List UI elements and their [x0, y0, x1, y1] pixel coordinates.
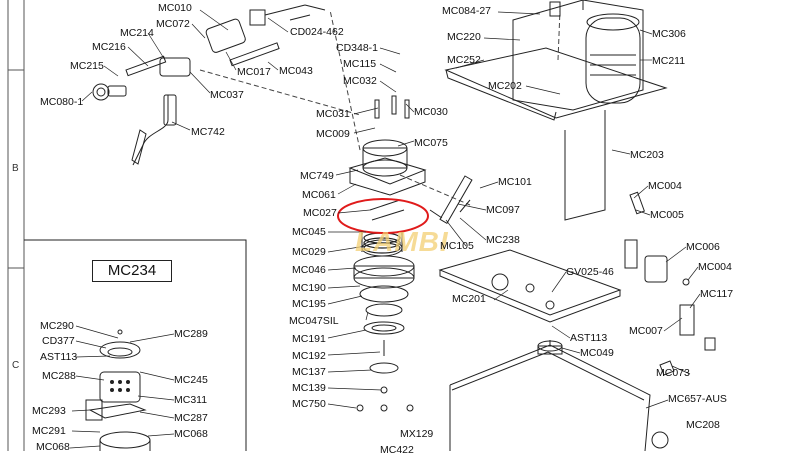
part-label-mc029: MC029: [292, 246, 326, 258]
part-label-mc027: MC027: [303, 207, 337, 219]
part-label-mc068a: MC068: [174, 428, 208, 440]
part-label-mc290: MC290: [40, 320, 74, 332]
part-label-mc073: MC073: [656, 367, 690, 379]
grid-row-b: B: [12, 163, 19, 174]
part-label-mc115: MC115: [343, 58, 377, 70]
part-label-mc191: MC191: [292, 333, 326, 345]
part-label-cd024-462: CD024-462: [290, 26, 344, 38]
part-label-mc749: MC749: [300, 170, 334, 182]
part-label-mc010: MC010: [158, 2, 192, 14]
part-label-mc137: MC137: [292, 366, 326, 378]
part-label-mc657-aus: MC657-AUS: [668, 393, 727, 405]
inset-title: MC234: [92, 260, 172, 282]
part-label-mc030: MC030: [414, 106, 448, 118]
part-label-mc293: MC293: [32, 405, 66, 417]
part-label-mc105: MC105: [440, 240, 474, 252]
part-label-mc214: MC214: [120, 27, 154, 39]
part-label-mc190: MC190: [292, 282, 326, 294]
part-label-gv025-46: GV025-46: [566, 266, 614, 278]
part-label-mc075: MC075: [414, 137, 448, 149]
part-label-mc037: MC037: [210, 89, 244, 101]
part-label-mc005: MC005: [650, 209, 684, 221]
part-label-mc202: MC202: [488, 80, 522, 92]
part-label-mc220: MC220: [447, 31, 481, 43]
part-label-cd377: CD377: [42, 335, 75, 347]
part-label-mc101: MC101: [498, 176, 532, 188]
part-label-mc245: MC245: [174, 374, 208, 386]
part-label-mc291: MC291: [32, 425, 66, 437]
part-label-mc031: MC031: [316, 108, 350, 120]
part-label-mc047sil: MC047SIL: [289, 315, 339, 327]
part-label-mc422: MC422: [380, 444, 414, 456]
part-label-mc097: MC097: [486, 204, 520, 216]
part-label-mc117: MC117: [700, 288, 734, 300]
part-label-mc004a: MC004: [648, 180, 682, 192]
part-label-mc203: MC203: [630, 149, 664, 161]
part-label-mc252: MC252: [447, 54, 481, 66]
part-label-mc045: MC045: [292, 226, 326, 238]
part-label-mc061: MC061: [302, 189, 336, 201]
part-label-mc049: MC049: [580, 347, 614, 359]
part-label-mc288: MC288: [42, 370, 76, 382]
part-label-mc017: MC017: [237, 66, 271, 78]
part-label-mc742: MC742: [191, 126, 225, 138]
part-label-mc287: MC287: [174, 412, 208, 424]
grid-row-c: C: [12, 360, 20, 371]
part-label-mc201: MC201: [452, 293, 486, 305]
part-label-mc289: MC289: [174, 328, 208, 340]
part-label-ast113b: AST113: [40, 351, 78, 363]
part-label-mc192: MC192: [292, 350, 326, 362]
part-label-mc068b: MC068: [36, 441, 70, 453]
part-label-ast113a: AST113: [570, 332, 608, 344]
part-label-mc080-1: MC080-1: [40, 96, 84, 108]
part-label-mc043: MC043: [279, 65, 313, 77]
part-label-mc084-27: MC084-27: [442, 5, 492, 17]
part-label-mc215: MC215: [70, 60, 104, 72]
part-label-mc009: MC009: [316, 128, 350, 140]
part-label-mc004b: MC004: [698, 261, 732, 273]
part-label-mc046: MC046: [292, 264, 326, 276]
part-label-mc216: MC216: [92, 41, 126, 53]
part-label-mc139: MC139: [292, 382, 326, 394]
part-label-mc238: MC238: [486, 234, 520, 246]
part-label-mc211: MC211: [652, 55, 686, 67]
part-label-cd348-1: CD348-1: [336, 42, 379, 54]
part-label-mx129: MX129: [400, 428, 434, 440]
part-label-mc750: MC750: [292, 398, 326, 410]
part-label-mc072: MC072: [156, 18, 190, 30]
part-label-mc208: MC208: [686, 419, 720, 431]
part-label-mc032: MC032: [343, 75, 377, 87]
part-label-mc195: MC195: [292, 298, 326, 310]
part-label-mc311: MC311: [174, 394, 208, 406]
part-label-mc006: MC006: [686, 241, 720, 253]
part-label-mc306: MC306: [652, 28, 686, 40]
watermark-logo: LAMBI: [355, 226, 449, 257]
part-label-mc007: MC007: [629, 325, 663, 337]
